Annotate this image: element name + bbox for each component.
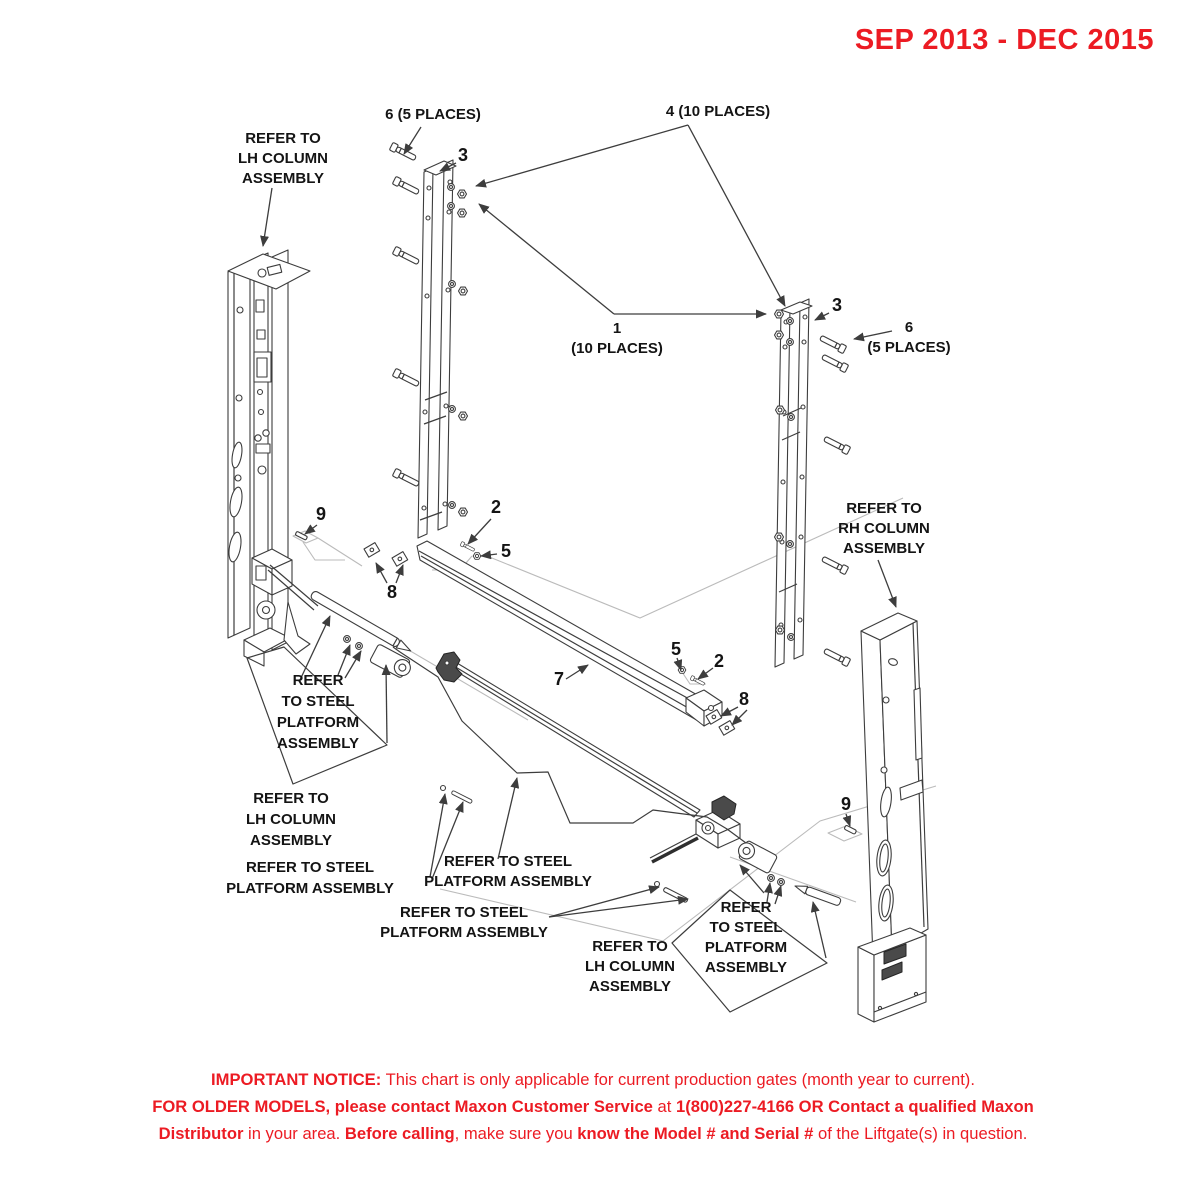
nut — [773, 309, 785, 319]
washer — [767, 874, 775, 882]
small-hardware — [295, 531, 857, 904]
nut — [472, 552, 482, 560]
rh-column-assembly — [857, 612, 929, 1023]
nut — [773, 532, 785, 542]
mounting-tab — [390, 550, 410, 568]
notice-line-2: FOR OLDER MODELS, please contact Maxon C… — [152, 1097, 1034, 1116]
washer — [447, 183, 455, 191]
label-8-right: 8 — [739, 689, 749, 709]
nut — [456, 208, 468, 218]
notice-line-1: IMPORTANT NOTICE: This chart is only app… — [211, 1070, 975, 1089]
washer — [448, 280, 456, 288]
important-notice: IMPORTANT NOTICE: This chart is only app… — [0, 1066, 1186, 1147]
washer — [448, 501, 456, 509]
date-range-header: SEP 2013 - DEC 2015 — [854, 24, 1154, 56]
washer — [786, 317, 794, 325]
label-9-left: 9 — [316, 504, 326, 524]
bolt — [820, 554, 850, 576]
cross-bar — [416, 540, 723, 727]
label-6-5-places-right: 6(5 PLACES) — [867, 319, 950, 356]
washer — [786, 338, 794, 346]
rh-pivot-pin-group — [737, 840, 842, 906]
label-8-left: 8 — [387, 582, 397, 602]
label-9-right: 9 — [841, 794, 851, 814]
mounting-tab — [717, 719, 737, 737]
nut — [774, 405, 786, 415]
bolt — [391, 175, 421, 197]
bolt — [388, 141, 418, 163]
bolt — [822, 646, 852, 668]
label-4-10-places: 4 (10 PLACES) — [666, 103, 770, 120]
label-2-left: 2 — [491, 497, 501, 517]
torsion-bar-linkage — [435, 651, 741, 864]
label-5-right: 5 — [671, 639, 681, 659]
rh-mounting-plate — [774, 298, 813, 668]
bolt — [820, 352, 850, 374]
nut — [457, 411, 469, 421]
nut — [677, 666, 687, 674]
bolt — [818, 333, 848, 355]
washer — [355, 642, 363, 650]
bolt — [689, 675, 706, 687]
nut — [457, 507, 469, 517]
lh-pivot-pin-group — [310, 591, 412, 678]
washer — [777, 878, 785, 886]
label-3-left: 3 — [458, 145, 468, 165]
bolt — [391, 467, 421, 489]
leader-lines — [260, 124, 897, 959]
lh-plate-bolts — [388, 141, 421, 489]
label-6-5-places-top: 6 (5 PLACES) — [385, 106, 481, 123]
label-3-right: 3 — [832, 295, 842, 315]
washer — [343, 635, 351, 643]
nut — [457, 286, 469, 296]
callout-balloons — [246, 646, 828, 1013]
notice-line-3: Distributor in your area. Before calling… — [158, 1124, 1028, 1143]
bolt — [459, 541, 476, 553]
nut — [456, 189, 468, 199]
nut — [773, 330, 785, 340]
bolt — [391, 245, 421, 267]
label-7: 7 — [554, 669, 564, 689]
lh-mounting-plate — [417, 159, 457, 539]
washer — [448, 405, 456, 413]
label-2-right: 2 — [714, 651, 724, 671]
washer — [447, 202, 455, 210]
label-1-10-places: 1(10 PLACES) — [571, 320, 663, 357]
washer — [786, 540, 794, 548]
label-5-left: 5 — [501, 541, 511, 561]
mounting-tab — [362, 541, 382, 559]
pin — [450, 789, 474, 805]
bolt — [391, 367, 421, 389]
nut — [774, 625, 786, 635]
washer — [787, 413, 795, 421]
washer — [787, 633, 795, 641]
lh-column-assembly — [227, 249, 319, 667]
bolt — [822, 434, 852, 456]
